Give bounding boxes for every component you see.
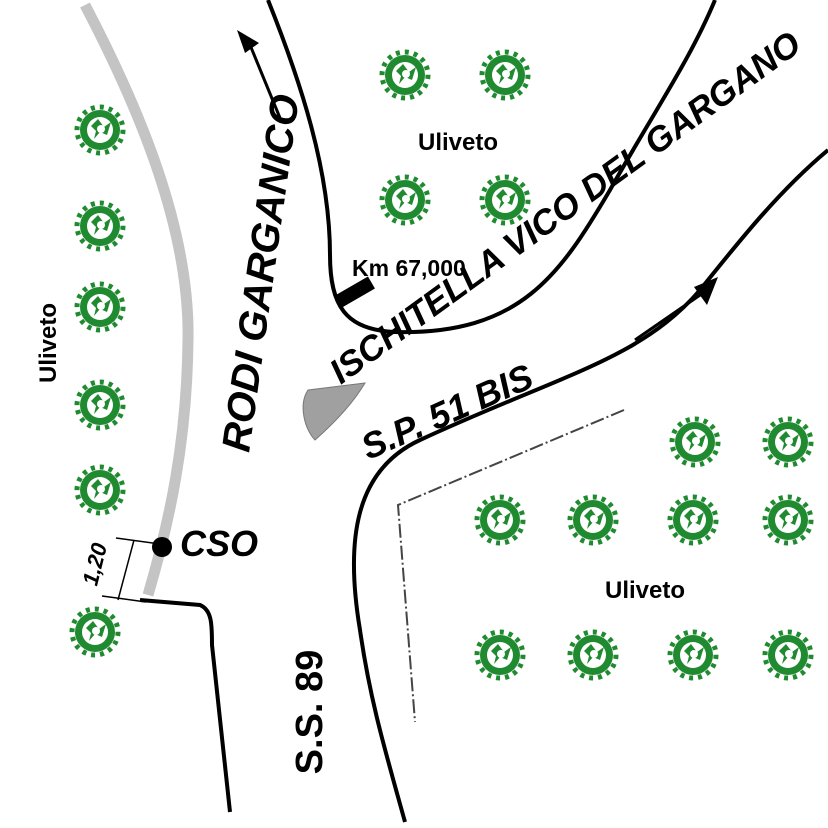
km-marker-label: Km 67,000: [352, 255, 466, 281]
road-ss89-label: S.S. 89: [289, 650, 331, 775]
km-marker-icon: [335, 276, 375, 308]
uliveto-top-label: Uliveto: [418, 129, 498, 156]
tree-icon: [570, 632, 616, 678]
tree-icon: [570, 497, 616, 543]
tree-icon: [382, 177, 428, 223]
tree-icon: [72, 609, 118, 655]
tree-icon: [77, 203, 123, 249]
tree-group-right: [477, 419, 811, 678]
distance-label: 1,20: [77, 540, 112, 588]
road-rodi-label: RODI GARGANICO: [214, 92, 308, 455]
rodi-right-edge: [266, 0, 717, 335]
tree-icon: [765, 419, 811, 465]
ss89-left-edge: [139, 598, 232, 813]
arrow-icon: [237, 30, 282, 119]
fence-line: [396, 409, 625, 723]
tree-icon: [482, 52, 528, 98]
tree-icon: [477, 497, 523, 543]
cso-point-icon: [152, 537, 172, 557]
uliveto-left-label: Uliveto: [35, 303, 62, 383]
tree-icon: [670, 632, 716, 678]
tree-icon: [765, 497, 811, 543]
traffic-island-icon: [302, 382, 366, 441]
road-sp-label: S.P. 51 BIS: [355, 356, 539, 468]
tree-icon: [670, 497, 716, 543]
tree-icon: [77, 107, 123, 153]
gray-line: [80, 2, 194, 597]
tree-icon: [77, 467, 123, 513]
road-lines: [139, 0, 828, 823]
arrow-icon: [634, 277, 718, 342]
uliveto-right-label: Uliveto: [605, 577, 685, 604]
cso-label: CSO: [180, 523, 258, 564]
ss89-right-edge: [351, 148, 828, 823]
tree-icon: [477, 632, 523, 678]
tree-icon: [77, 284, 123, 330]
tree-icon: [382, 52, 428, 98]
tree-icon: [77, 382, 123, 428]
tree-icon: [765, 632, 811, 678]
distance-dimension: [101, 537, 161, 603]
tree-icon: [672, 419, 718, 465]
